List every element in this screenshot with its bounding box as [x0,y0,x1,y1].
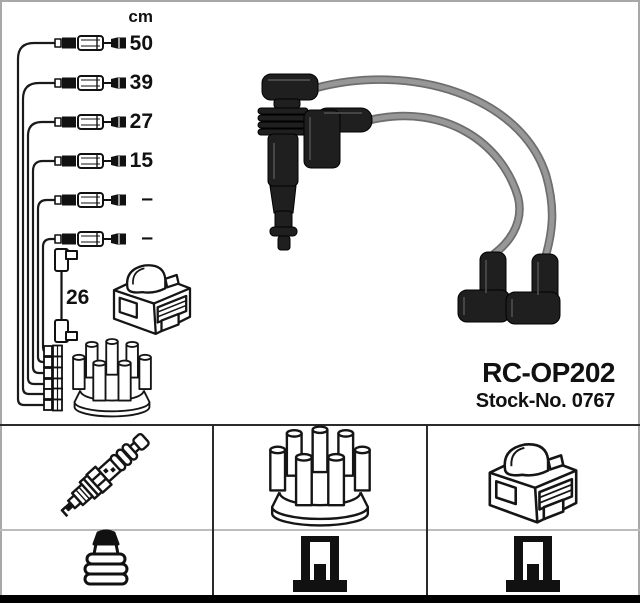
wire-length-label: – [141,187,153,210]
straight-plug-boot [257,73,319,251]
grid-line [0,424,640,426]
wire-set-schematic [16,35,192,418]
terminal-nut-icon [83,529,129,586]
wire-length-label: 50 [129,32,153,55]
spark-plug-icon [60,433,150,518]
coil-wire-schematic [54,248,78,343]
elbow-plug-boot [303,107,373,169]
distributor-cap-schematic [72,338,152,418]
part-number: RC-OP202 [482,357,615,388]
stock-number: Stock-No. 0767 [475,390,616,412]
elbow-plug-boot [457,251,511,323]
wire-length-label: 15 [129,149,153,172]
wire-length-label: 27 [129,110,153,133]
grid-line [426,424,428,595]
component-legend-grid [60,425,578,592]
coil-wire-length-label: 26 [66,286,90,309]
bus-terminal [43,355,63,369]
ignition-cables [311,75,557,260]
wire-length-label: – [141,226,153,249]
cable-set-photo [257,73,561,325]
grid-line [212,424,214,595]
wire-routing-lines [16,41,55,407]
ignition-coil-schematic [112,264,192,336]
grid-line [0,529,640,531]
elbow-plug-boot [505,253,561,325]
bus-terminal [43,387,63,401]
ignition-coil-icon [488,443,578,524]
din-terminal-icon [293,536,347,592]
bottom-bar [0,595,640,603]
wire-length-label: 39 [129,71,153,94]
bus-terminal [43,366,63,380]
unit-label: cm [128,7,153,26]
din-terminal-icon [506,536,560,592]
bus-terminal [43,344,63,358]
distributor-cap-icon [269,425,371,527]
bus-terminal [43,398,63,412]
